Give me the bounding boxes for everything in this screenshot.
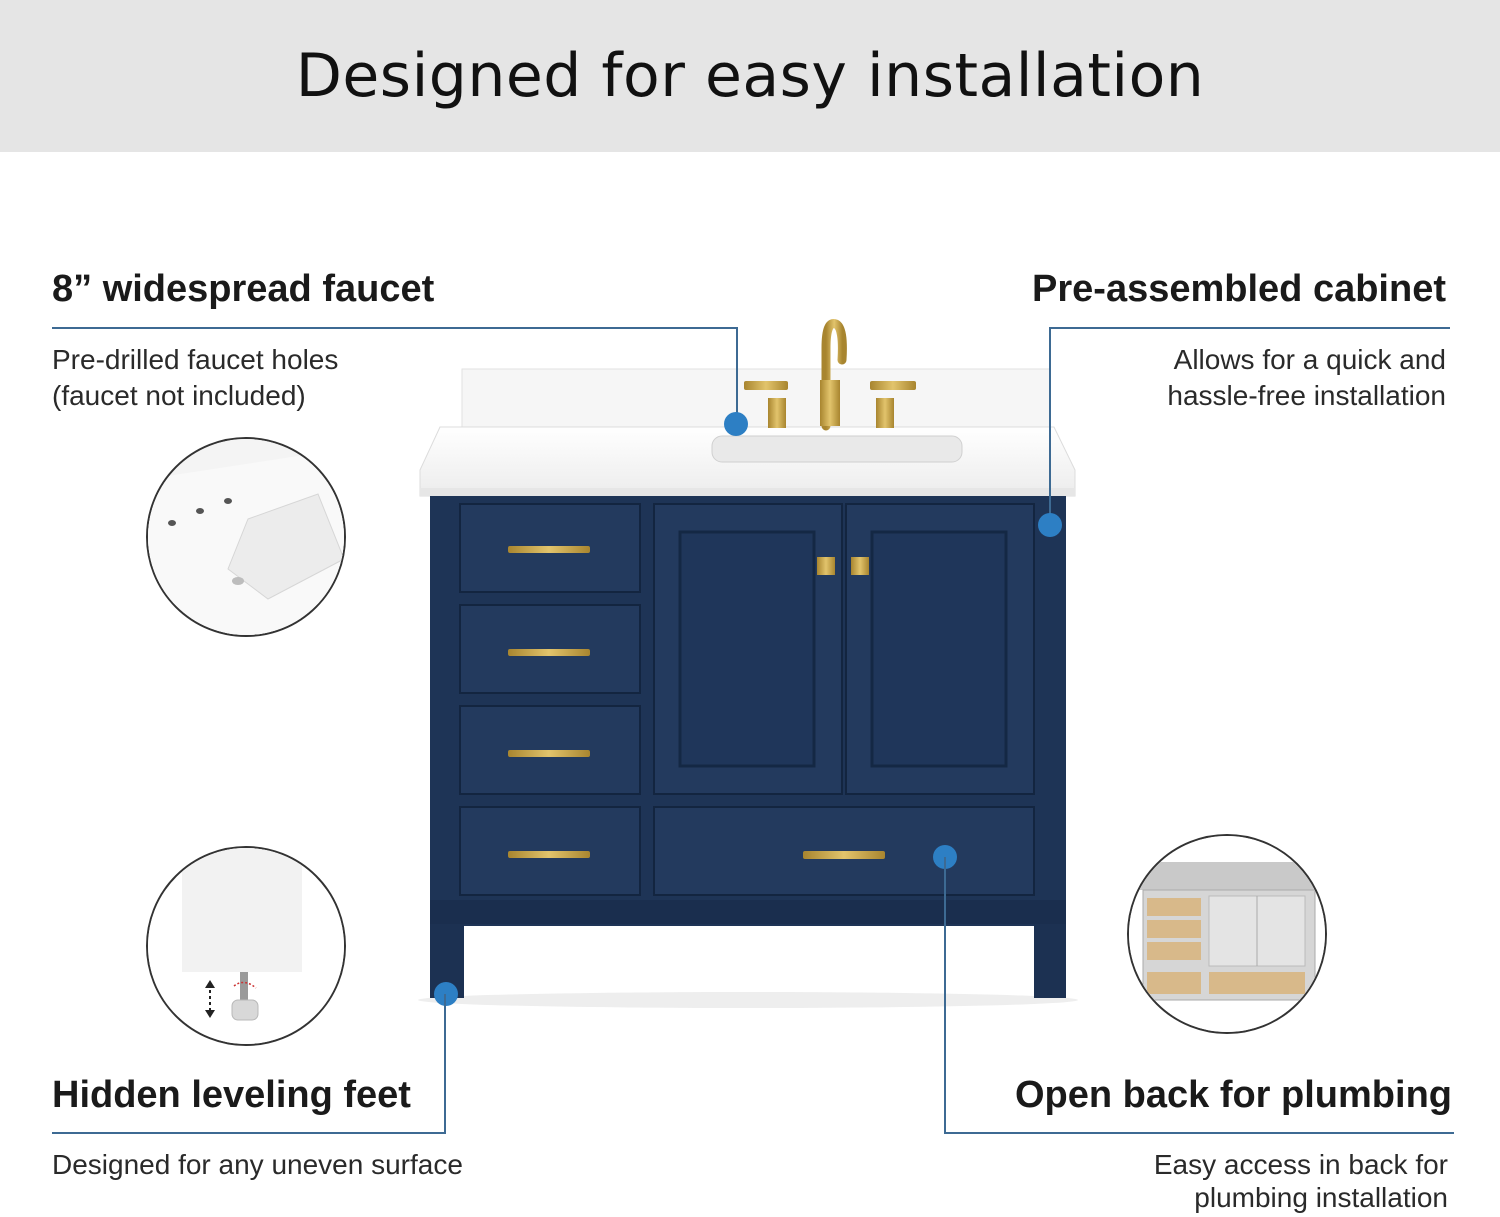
backsplash bbox=[461, 368, 1051, 428]
feet-callout-dot bbox=[434, 982, 458, 1006]
feet-leader bbox=[444, 994, 446, 1134]
faucet bbox=[744, 319, 916, 431]
plumbing-desc-2: plumbing installation bbox=[1194, 1182, 1448, 1213]
plumbing-desc-1: Easy access in back for bbox=[1153, 1149, 1448, 1180]
cabinet-callout-dot bbox=[1038, 513, 1062, 537]
cabinet-desc-2: hassle-free installation bbox=[1167, 380, 1446, 411]
left-drawers bbox=[459, 503, 641, 896]
leg-right bbox=[1034, 924, 1066, 998]
feet-heading: Hidden leveling feet bbox=[52, 1074, 411, 1116]
feet-desc-1: Designed for any uneven surface bbox=[52, 1149, 463, 1180]
faucet-holes-inset bbox=[146, 437, 346, 637]
plumbing-rule bbox=[944, 1132, 1454, 1134]
banner-title: Designed for easy installation bbox=[295, 41, 1205, 111]
cabinet-heading: Pre-assembled cabinet bbox=[1032, 268, 1446, 310]
feet-rule bbox=[52, 1132, 446, 1134]
faucet-leader bbox=[736, 327, 738, 425]
sink bbox=[711, 435, 963, 463]
banner: Designed for easy installation bbox=[0, 0, 1500, 152]
open-back-inset bbox=[1127, 834, 1327, 1034]
faucet-callout-dot bbox=[724, 412, 748, 436]
plumbing-leader bbox=[944, 857, 946, 1134]
faucet-desc-1: Pre-drilled faucet holes bbox=[52, 344, 339, 375]
cabinet-rule bbox=[1050, 327, 1450, 329]
faucet-heading: 8” widespread faucet bbox=[52, 268, 435, 310]
faucet-desc-2: (faucet not included) bbox=[52, 380, 306, 411]
cabinet-doors bbox=[653, 503, 1035, 795]
cabinet-leader bbox=[1049, 327, 1051, 525]
cabinet-desc-1: Allows for a quick and bbox=[1173, 344, 1446, 375]
plumbing-heading: Open back for plumbing bbox=[1014, 1074, 1452, 1116]
leveling-feet-inset bbox=[146, 846, 346, 1046]
faucet-rule bbox=[52, 327, 738, 329]
